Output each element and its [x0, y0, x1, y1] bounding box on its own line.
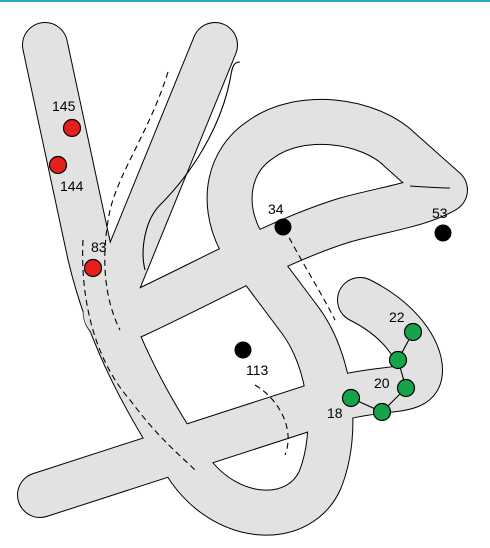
green-residue-chain [341, 322, 423, 422]
residue-21-dot [388, 350, 408, 370]
residue-83-dot [83, 258, 103, 278]
top-accent-line [0, 0, 490, 2]
residue-53-dot [434, 224, 452, 242]
residue-145-dot [62, 118, 82, 138]
label-113: 113 [246, 362, 269, 378]
label-34: 34 [268, 201, 284, 217]
black-residue-group [234, 218, 452, 359]
label-20: 20 [374, 375, 390, 391]
residue-20-dot [396, 378, 416, 398]
interior-strands [142, 61, 451, 271]
residue-18-dot [341, 388, 361, 408]
label-144: 144 [60, 178, 84, 194]
label-22: 22 [389, 309, 405, 325]
residue-labels: 145 144 83 34 53 113 22 20 18 [52, 98, 448, 421]
label-18: 18 [327, 405, 343, 421]
residue-19-dot [372, 402, 392, 422]
label-53: 53 [432, 205, 448, 221]
residue-113-dot [234, 341, 252, 359]
residue-144-dot [48, 155, 68, 175]
red-residue-group [48, 118, 103, 278]
tube-body [40, 45, 445, 513]
residue-22-dot [403, 322, 423, 342]
label-83: 83 [91, 239, 107, 255]
label-145: 145 [52, 98, 76, 114]
residue-34-dot [274, 218, 292, 236]
